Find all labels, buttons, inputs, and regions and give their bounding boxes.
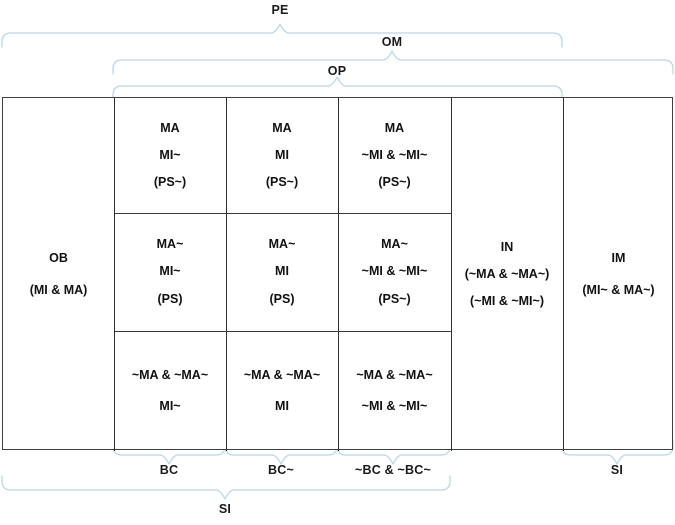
cell-r1c2-line-3: (PS~)	[265, 175, 299, 190]
cell-r2c1: MA~ MI~ (PS)	[114, 213, 226, 331]
cell-r3c1-line-1: ~MA & ~MA~	[131, 367, 209, 382]
cell-r3c3-line-2: ~MI & ~MI~	[361, 399, 428, 413]
cell-r2c1-line-2: MI~	[159, 264, 181, 279]
brace-top-om	[112, 50, 674, 75]
cell-r3c2-line-2: MI	[275, 399, 289, 413]
cell-r1c3-line-1: MA	[384, 120, 405, 135]
cell-in-line-1: IN	[500, 239, 514, 254]
brace-label-si-right: SI	[610, 463, 624, 477]
cell-r3c1-line-2: MI~	[159, 399, 181, 413]
column-divider-3	[338, 98, 340, 451]
cell-r1c3: MA ~MI & ~MI~ (PS~)	[338, 98, 451, 213]
row-divider-2	[114, 331, 452, 333]
cell-ob-line-2: (MI & MA)	[29, 282, 88, 297]
cell-r1c3-line-3: (PS~)	[378, 175, 411, 190]
cell-r1c1: MA MI~ (PS~)	[114, 98, 226, 213]
cell-in: IN (~MA & ~MA~) (~MI & ~MI~)	[451, 98, 563, 451]
cell-in-line-3: (~MI & ~MI~)	[470, 294, 544, 309]
cell-r2c2: MA~ MI (PS)	[226, 213, 338, 331]
cell-r3c3-line-1: ~MA & ~MA~	[356, 367, 433, 382]
cell-r1c2: MA MI (PS~)	[226, 98, 338, 213]
cell-r1c2-line-1: MA	[272, 120, 292, 135]
cell-r2c3-line-1: MA~	[381, 237, 408, 252]
brace-label-pe: PE	[271, 3, 289, 17]
brace-label-bc: BC	[159, 463, 179, 477]
column-divider-1	[114, 98, 116, 451]
column-divider-2	[226, 98, 228, 451]
column-divider-5	[563, 98, 565, 451]
cell-r3c2: ~MA & ~MA~ MI	[226, 331, 338, 451]
cell-r2c3-line-2: ~MI & ~MI~	[361, 264, 428, 279]
cell-im-line-2: (MI~ & MA~)	[582, 282, 655, 297]
brace-bottom-si-4	[1, 475, 451, 500]
cell-r1c1-line-2: MI~	[159, 147, 181, 162]
cell-ob: OB (MI & MA)	[3, 98, 114, 451]
matrix-table: OB (MI & MA) MA MI~ (PS~) MA MI (PS~) MA…	[2, 97, 674, 451]
cell-im: IM (MI~ & MA~)	[563, 98, 674, 451]
cell-r1c3-line-2: ~MI & ~MI~	[361, 147, 428, 162]
brace-label-om: OM	[381, 35, 403, 49]
cell-in-line-2: (~MA & ~MA~)	[464, 266, 550, 281]
brace-top-pe	[1, 23, 563, 48]
cell-r2c2-line-2: MI	[275, 264, 289, 279]
cell-r2c2-line-1: MA~	[268, 237, 296, 252]
column-divider-4	[451, 98, 453, 451]
brace-label-op: OP	[327, 64, 347, 78]
brace-label-bc-tilde: BC~	[268, 463, 294, 477]
cell-r1c2-line-2: MI	[275, 147, 289, 162]
cell-r1c1-line-1: MA	[160, 120, 180, 135]
cell-ob-line-1: OB	[49, 251, 68, 266]
cell-r2c3-line-3: (PS~)	[378, 291, 411, 306]
cell-r3c1: ~MA & ~MA~ MI~	[114, 331, 226, 451]
cell-im-line-1: IM	[611, 251, 626, 266]
cell-r3c2-line-1: ~MA & ~MA~	[243, 367, 321, 382]
cell-r2c1-line-1: MA~	[156, 237, 184, 252]
cell-r1c1-line-3: (PS~)	[153, 175, 187, 190]
cell-r3c3: ~MA & ~MA~ ~MI & ~MI~	[338, 331, 451, 451]
cell-r2c1-line-3: (PS)	[157, 291, 183, 306]
cell-r2c3: MA~ ~MI & ~MI~ (PS~)	[338, 213, 451, 331]
brace-label-bc-neither: ~BC & ~BC~	[355, 463, 431, 477]
cell-r2c2-line-3: (PS)	[269, 291, 295, 306]
brace-label-si-main: SI	[218, 502, 232, 516]
row-divider-1	[114, 213, 452, 215]
